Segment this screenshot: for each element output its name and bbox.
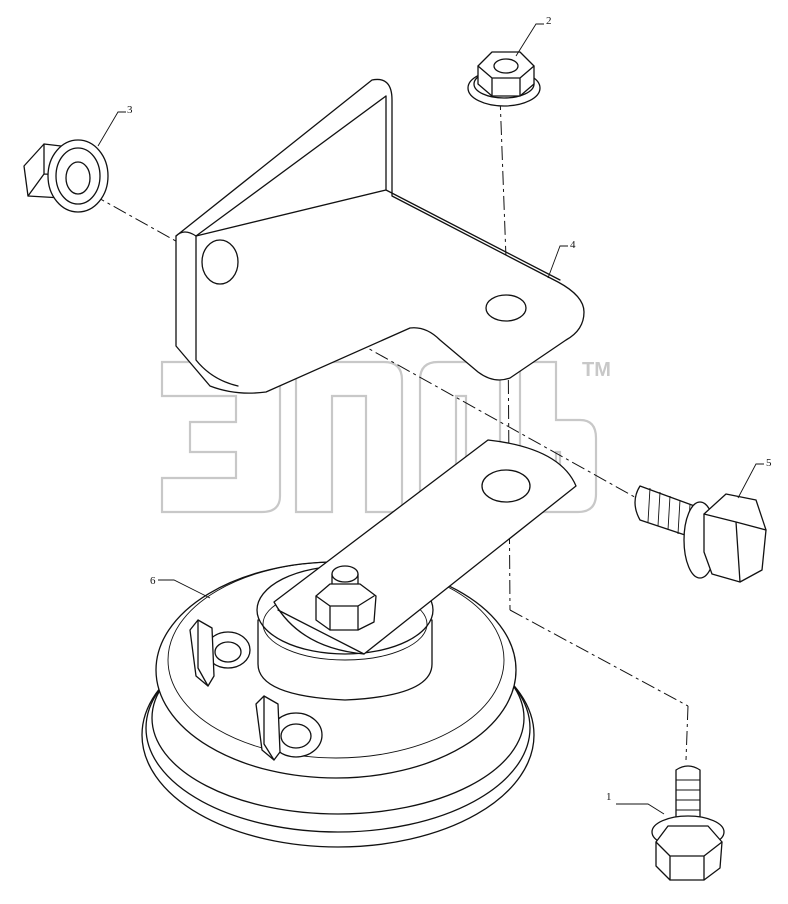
- callout-leaders: [97, 23, 764, 815]
- horn-strap: [273, 439, 577, 655]
- terminal-lower: [255, 695, 323, 761]
- flange-bolt-right: [634, 485, 767, 583]
- bracket-part: [175, 78, 585, 394]
- callout-3: 3: [127, 104, 133, 116]
- flange-nut-top: [467, 51, 541, 107]
- terminal-upper: [189, 619, 251, 687]
- flange-bolt-bottom: [651, 765, 725, 881]
- callout-5: 5: [766, 457, 772, 469]
- callout-4: 4: [570, 239, 576, 251]
- trademark-symbol: TM: [582, 359, 611, 381]
- flange-nut-left: [23, 139, 109, 213]
- callout-6: 6: [150, 575, 156, 587]
- callout-2: 2: [546, 15, 552, 27]
- callout-1: 1: [606, 791, 612, 803]
